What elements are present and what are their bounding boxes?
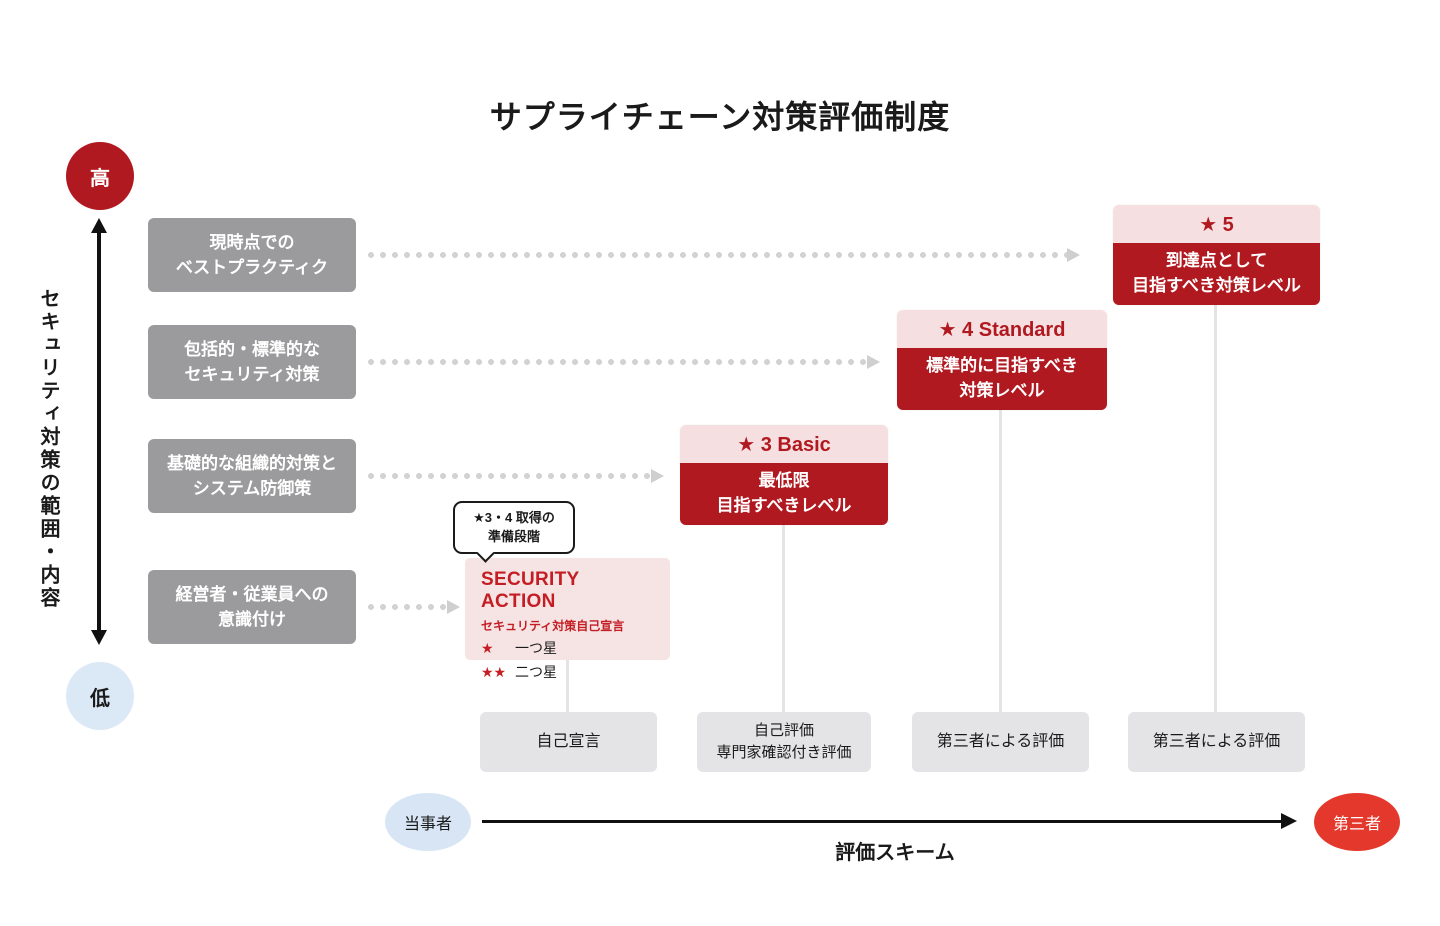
level-box-star4: ★ 4 Standard 標準的に目指すべき 対策レベル [897, 310, 1107, 410]
level-header-star3: ★ 3 Basic [680, 425, 888, 463]
connector-star3 [782, 523, 785, 714]
axis-low-label: 低 [90, 687, 110, 710]
callout-text: ★3・4 取得の 準備段階 [473, 509, 555, 544]
level-body-star4: 標準的に目指すべき 対策レベル [897, 348, 1107, 410]
arrow-right-icon [651, 469, 664, 483]
two-star-label: 二つ星 [515, 664, 557, 680]
level-header-star4: ★ 4 Standard [897, 310, 1107, 348]
dotted-line [368, 473, 651, 479]
arrow-right-icon [447, 600, 460, 614]
arrow-right-icon [1067, 248, 1080, 262]
y-axis-label: セキュリティ対策の範囲・内容 [37, 288, 59, 610]
dotted-arrow-standard [368, 355, 880, 369]
eval-box-third-party-1: 第三者による評価 [912, 712, 1089, 772]
scope-box-basic: 基礎的な組織的対策と システム防御策 [148, 439, 356, 513]
level-header-star5: ★ 5 [1113, 205, 1320, 243]
eval-box-self-declaration: 自己宣言 [480, 712, 657, 772]
scheme-axis-line [482, 820, 1282, 823]
party-label: 当事者 [403, 816, 452, 833]
security-action-title: SECURITY ACTION [481, 569, 580, 612]
security-action-one-star: ★ 一つ星 [481, 638, 654, 658]
eval-box-self-assessment: 自己評価 専門家確認付き評価 [697, 712, 871, 772]
dotted-arrow-awareness [368, 600, 460, 614]
level-box-star3: ★ 3 Basic 最低限 目指すべきレベル [680, 425, 888, 525]
scope-box-best-practice: 現時点での ベストプラクティク [148, 218, 356, 292]
security-action-subtitle: セキュリティ対策自己宣言 [481, 619, 625, 633]
dotted-line [368, 604, 447, 610]
axis-low-badge: 低 [66, 662, 134, 730]
third-party-badge: 第三者 [1314, 793, 1400, 851]
level-body-star5: 到達点として 目指すべき対策レベル [1113, 243, 1320, 305]
axis-high-label: 高 [90, 167, 110, 190]
arrow-up-icon [91, 218, 107, 233]
dotted-arrow-basic [368, 469, 664, 483]
third-party-label: 第三者 [1332, 816, 1381, 833]
arrow-right-icon [1281, 813, 1297, 829]
security-action-box: SECURITY ACTION セキュリティ対策自己宣言 ★ 一つ星 ★★ 二つ星 [465, 558, 670, 680]
security-action-two-star: ★★ 二つ星 [481, 662, 654, 682]
connector-star4 [999, 408, 1002, 714]
connector-star5 [1214, 303, 1217, 714]
dotted-arrow-best-practice [368, 248, 1080, 262]
level-box-star5: ★ 5 到達点として 目指すべき対策レベル [1113, 205, 1320, 305]
party-badge: 当事者 [385, 793, 471, 851]
star-icon: ★ [481, 640, 494, 656]
eval-box-third-party-2: 第三者による評価 [1128, 712, 1305, 772]
diagram-title: サプライチェーン対策評価制度 [489, 99, 951, 135]
scheme-axis-label: 評価スキーム [835, 842, 955, 864]
axis-high-badge: 高 [66, 142, 134, 210]
dotted-line [368, 252, 1067, 258]
callout-preparation-stage: ★3・4 取得の 準備段階 [453, 501, 575, 563]
one-star-label: 一つ星 [515, 640, 557, 656]
scope-box-awareness: 経営者・従業員への 意識付け [148, 570, 356, 644]
connector-security-action [566, 658, 569, 714]
scope-box-standard: 包括的・標準的な セキュリティ対策 [148, 325, 356, 399]
dotted-line [368, 359, 867, 365]
arrow-right-icon [867, 355, 880, 369]
level-body-star3: 最低限 目指すべきレベル [680, 463, 888, 525]
star-icon: ★★ [481, 664, 507, 680]
arrow-down-icon [91, 630, 107, 645]
y-axis-line [97, 232, 101, 632]
